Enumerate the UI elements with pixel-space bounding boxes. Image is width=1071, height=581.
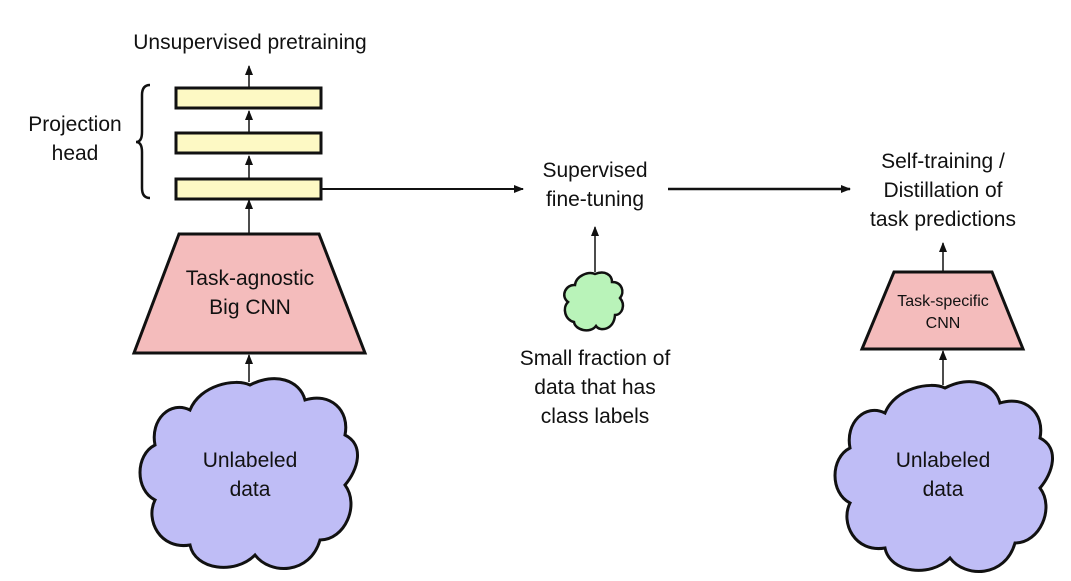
projection-layer-1: [174, 177, 323, 201]
labeled-data-cloud: [563, 271, 625, 332]
unlabeled-data-label-left: Unlabeled data: [202, 449, 298, 501]
task-agnostic-cnn: [131, 232, 368, 355]
task-specific-cnn: [859, 270, 1026, 351]
self-training-label: Self-training / Distillation of task pre…: [870, 150, 1016, 231]
labeled-data-label: Small fraction of data that has class la…: [519, 347, 671, 428]
projection-layer-2: [174, 131, 323, 155]
projection-layer-3: [174, 86, 323, 110]
task-agnostic-cnn-label: Task-agnostic Big CNN: [185, 267, 315, 319]
projection-head-brace: [135, 83, 151, 200]
task-specific-cnn-label: Task-specific CNN: [897, 293, 989, 332]
unlabeled-data-cloud-right: [833, 380, 1055, 573]
projection-head-label: Projection head: [28, 113, 122, 165]
unlabeled-data-cloud-left: [138, 377, 360, 570]
unlabeled-data-label-right: Unlabeled data: [895, 449, 991, 501]
supervised-fine-tuning-label: Supervised fine-tuning: [542, 159, 648, 211]
unsupervised-pretraining-label: Unsupervised pretraining: [133, 31, 367, 54]
